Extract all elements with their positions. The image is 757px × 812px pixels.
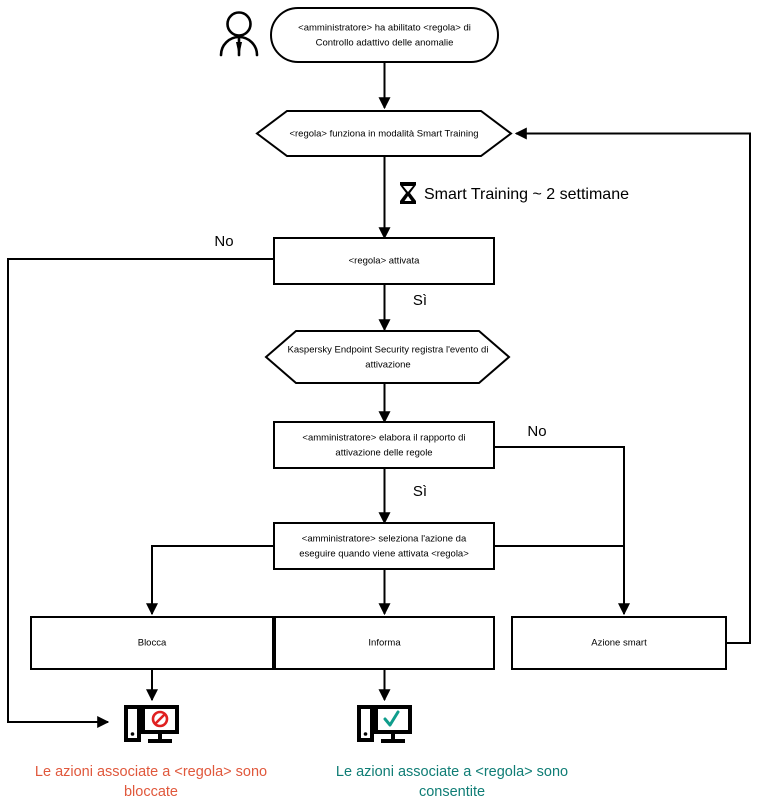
caption-allowed-line-1: Le azioni associate a <regola> sono [336, 764, 568, 780]
monitor-allowed-icon [357, 705, 412, 743]
node-action-inform-label: Informa [368, 638, 401, 649]
node-start-line-1: <amministratore> ha abilitato <regola> d… [298, 23, 471, 34]
node-action-smart: Azione smart [511, 616, 727, 670]
edge-label-rule-activated-no: No [214, 233, 233, 250]
node-admin-report-line-1: <amministratore> elabora il rapporto di [302, 433, 465, 444]
person-icon [219, 11, 259, 57]
monitor-blocked-icon [124, 705, 179, 743]
caption-blocked-line-2: bloccate [124, 784, 178, 800]
node-admin-report: <amministratore> elabora il rapporto di … [273, 421, 495, 469]
node-action-block-label: Blocca [138, 638, 167, 649]
edge-admin-report-no [494, 446, 630, 616]
edge-rule-activated-no [7, 258, 274, 728]
caption-blocked: Le azioni associate a <regola> sono bloc… [35, 764, 267, 800]
caption-blocked-line-1: Le azioni associate a <regola> sono [35, 764, 267, 780]
node-action-inform: Informa [274, 616, 495, 670]
edge-label-admin-report-yes: Sì [413, 483, 427, 500]
node-smart-training-mode: <regola> funziona in modalità Smart Trai… [255, 110, 513, 157]
node-kes-logs-event-line-2: attivazione [365, 360, 410, 371]
node-start-line-2: Controllo adattivo delle anomalie [316, 38, 454, 49]
node-kes-logs-event-line-1: Kaspersky Endpoint Security registra l'e… [288, 345, 489, 356]
caption-allowed-line-2: consentite [419, 784, 485, 800]
edge-label-admin-report-no: No [527, 423, 546, 440]
node-rule-activated: <regola> attivata [273, 237, 495, 285]
edge-action-to-blocca [146, 545, 274, 616]
node-admin-selects-action-line-2: eseguire quando viene attivata <regola> [299, 549, 469, 560]
node-admin-report-line-2: attivazione delle regole [335, 448, 432, 459]
node-kes-logs-event: Kaspersky Endpoint Security registra l'e… [264, 330, 511, 384]
node-smart-training-mode-line-1: <regola> funziona in modalità Smart Trai… [289, 129, 478, 140]
edge-label-rule-activated-yes: Sì [413, 292, 427, 309]
node-start: <amministratore> ha abilitato <regola> d… [270, 7, 499, 63]
node-action-smart-label: Azione smart [591, 638, 647, 649]
node-rule-activated-line-1: <regola> attivata [349, 256, 420, 267]
caption-allowed: Le azioni associate a <regola> sono cons… [336, 764, 568, 800]
annotation-smart-training-duration: Smart Training ~ 2 settimane [424, 186, 629, 203]
hourglass-icon [400, 182, 416, 204]
node-admin-selects-action-line-1: <amministratore> seleziona l'azione da [302, 534, 467, 545]
edge-azione-smart-loopback [514, 127, 751, 644]
node-action-block: Blocca [30, 616, 274, 670]
node-admin-selects-action: <amministratore> seleziona l'azione da e… [273, 522, 495, 570]
